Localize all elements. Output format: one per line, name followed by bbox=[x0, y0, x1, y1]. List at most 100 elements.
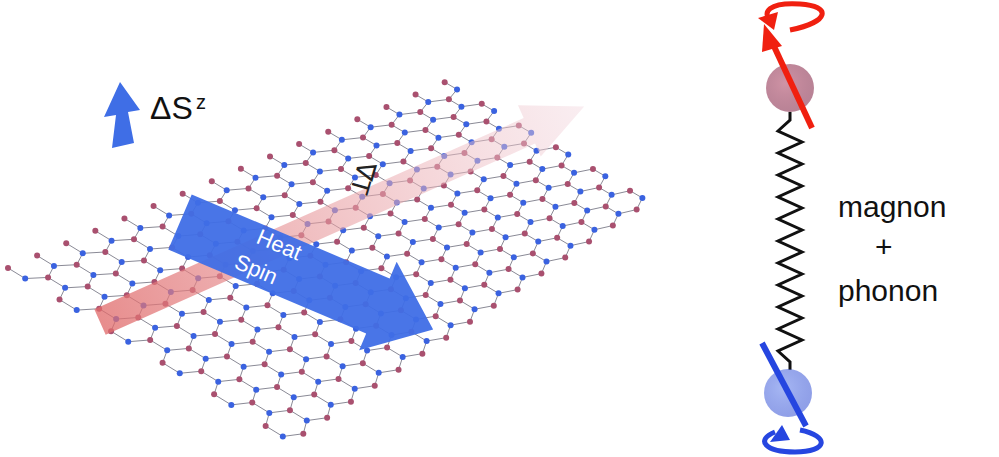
lattice-bond bbox=[167, 348, 189, 350]
lattice-bond bbox=[128, 340, 150, 342]
lattice-site bbox=[281, 162, 287, 168]
lattice-site bbox=[324, 188, 330, 194]
lattice-bond bbox=[180, 371, 201, 373]
lattice-site bbox=[520, 274, 526, 280]
lattice-bond bbox=[111, 331, 128, 342]
lattice-site bbox=[296, 141, 302, 147]
lattice-site bbox=[527, 159, 533, 165]
lattice-bond bbox=[269, 349, 290, 352]
lattice-bond bbox=[244, 364, 265, 366]
lattice-site bbox=[224, 354, 230, 360]
lattice-site bbox=[462, 210, 468, 216]
lattice-site bbox=[366, 153, 372, 159]
lattice-site bbox=[454, 86, 460, 92]
lattice-site bbox=[489, 226, 495, 232]
lattice-site bbox=[291, 394, 297, 400]
lattice-site bbox=[428, 280, 434, 286]
lattice-site bbox=[538, 271, 544, 277]
lattice-site bbox=[340, 363, 346, 369]
lattice-site bbox=[249, 399, 255, 405]
lattice-site bbox=[424, 338, 430, 344]
lattice-site bbox=[515, 287, 521, 293]
lattice-bond bbox=[140, 227, 162, 229]
lattice-site bbox=[491, 303, 497, 309]
lattice-site bbox=[119, 259, 125, 265]
lattice-site bbox=[90, 272, 96, 278]
lattice-bond bbox=[439, 224, 459, 227]
lattice-bond bbox=[257, 327, 278, 329]
lattice-site bbox=[481, 282, 487, 288]
lattice-site bbox=[211, 391, 217, 397]
lattice-site bbox=[533, 177, 539, 183]
lattice-site bbox=[238, 317, 244, 323]
lattice-site bbox=[443, 335, 449, 341]
lattice-site bbox=[250, 339, 256, 345]
lattice-site bbox=[147, 337, 153, 343]
lattice-site bbox=[5, 265, 11, 271]
lattice-site bbox=[303, 356, 309, 362]
lattice-bond bbox=[231, 402, 252, 404]
lattice-site bbox=[491, 108, 497, 114]
lattice-site bbox=[315, 379, 321, 385]
lattice-site bbox=[254, 205, 260, 211]
phonon-spin bbox=[762, 343, 821, 452]
lattice-site bbox=[113, 270, 119, 276]
lattice-site bbox=[535, 239, 541, 245]
lattice-site bbox=[462, 285, 468, 291]
lattice-bond bbox=[405, 219, 425, 222]
lattice-site bbox=[387, 211, 393, 217]
lattice-site bbox=[478, 249, 484, 255]
lattice-site bbox=[602, 173, 608, 179]
lattice-site bbox=[486, 270, 492, 276]
lattice-site bbox=[290, 212, 296, 218]
lattice-site bbox=[479, 101, 485, 107]
lattice-site bbox=[511, 254, 517, 260]
lattice-site bbox=[448, 322, 454, 328]
lattice-site bbox=[442, 79, 448, 85]
lattice-site bbox=[131, 236, 137, 242]
lattice-bond bbox=[122, 260, 144, 262]
lattice-bond bbox=[461, 104, 481, 107]
lattice-site bbox=[280, 433, 286, 439]
lattice-bond bbox=[399, 112, 420, 115]
lattice-site bbox=[404, 251, 410, 257]
lattice-site bbox=[303, 160, 309, 166]
lattice-bond bbox=[318, 379, 338, 382]
lattice-site bbox=[467, 319, 473, 325]
lattice-bond bbox=[246, 305, 267, 307]
lattice-site bbox=[610, 223, 616, 229]
lattice-site bbox=[372, 383, 378, 389]
lattice-site bbox=[85, 284, 91, 290]
lattice-site bbox=[74, 307, 80, 313]
lattice-site bbox=[236, 376, 242, 382]
lattice-site bbox=[567, 243, 573, 249]
lattice-site bbox=[402, 130, 408, 136]
lattice-site bbox=[152, 325, 158, 331]
lattice-site bbox=[522, 231, 528, 237]
lattice-site bbox=[160, 360, 166, 366]
lattice-bond bbox=[235, 208, 257, 210]
lattice-site bbox=[34, 253, 40, 259]
lattice-site bbox=[447, 277, 453, 283]
lattice-site bbox=[274, 384, 280, 390]
lattice-site bbox=[345, 155, 351, 161]
lattice-site bbox=[413, 271, 419, 277]
lattice-site bbox=[361, 225, 367, 231]
lattice-site bbox=[243, 305, 249, 311]
lattice-site bbox=[296, 201, 302, 207]
lattice-bond bbox=[411, 148, 431, 151]
lattice-bond bbox=[433, 117, 453, 120]
lattice-site bbox=[513, 181, 519, 187]
lattice-site bbox=[206, 297, 212, 303]
lattice-bond bbox=[227, 188, 249, 190]
lattice-bond bbox=[355, 386, 375, 389]
lattice-site bbox=[368, 124, 374, 130]
lattice-site bbox=[215, 379, 221, 385]
lattice-site bbox=[553, 144, 559, 150]
lattice-site bbox=[373, 143, 379, 149]
lattice-site bbox=[571, 200, 577, 206]
lattice-site bbox=[380, 161, 386, 167]
lattice-site bbox=[423, 292, 429, 298]
lattice-site bbox=[177, 370, 183, 376]
lattice-bond bbox=[160, 269, 182, 271]
